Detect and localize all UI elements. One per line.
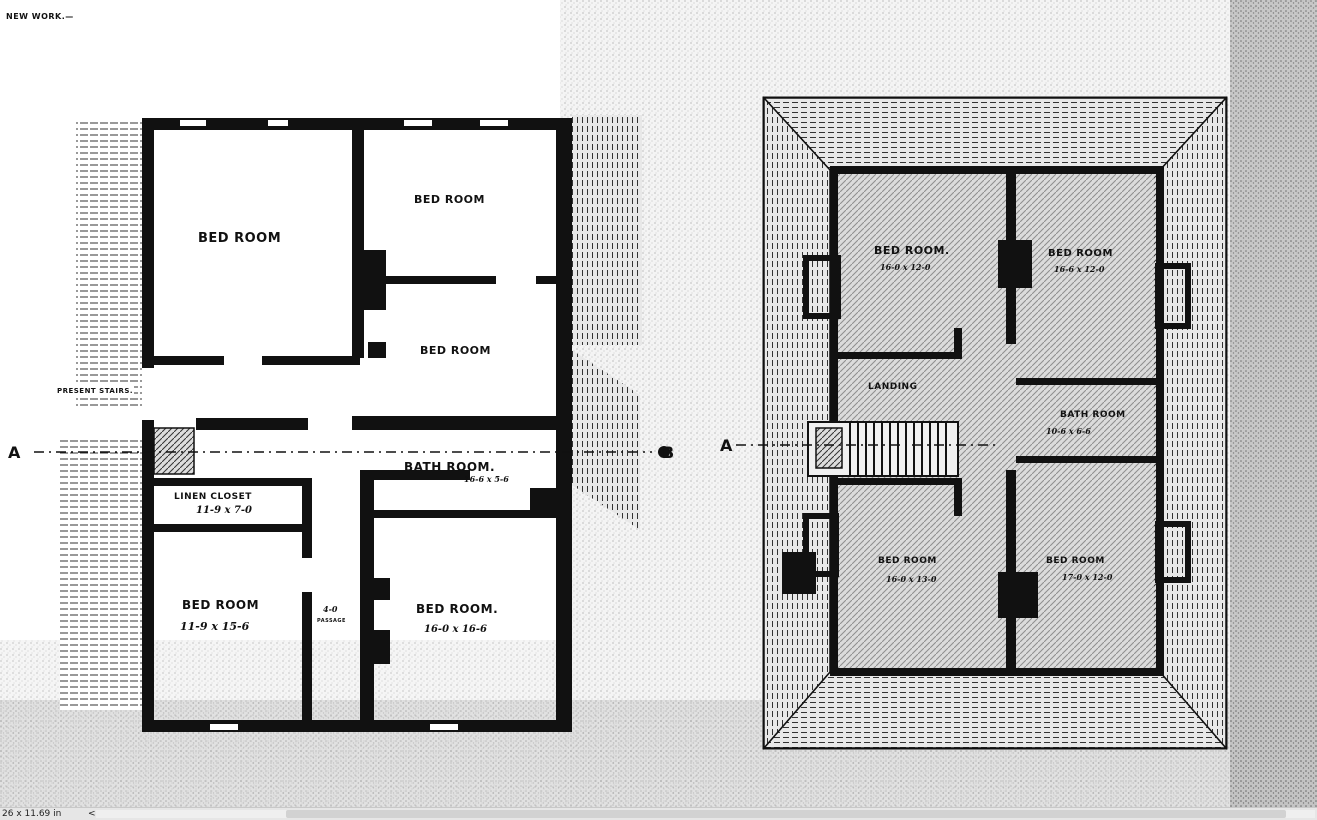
document-size-readout: 26 x 11.69 in	[2, 809, 62, 819]
left-bath-room-label: BATH ROOM.	[404, 460, 496, 474]
left-bed-room-5-dims: 16-0 x 16-6	[424, 624, 487, 635]
horizontal-scrollbar-thumb[interactable]	[286, 810, 1286, 818]
passage-label: PASSAGE	[317, 618, 346, 624]
right-bed-room-1-dims: 16-0 x 12-0	[880, 262, 931, 272]
left-bed-room-4-label: BED ROOM	[182, 598, 260, 612]
left-bed-room-1-label: BED ROOM	[198, 231, 282, 246]
right-bed-room-2-label: BED ROOM	[1048, 248, 1113, 259]
left-bed-room-3-label: BED ROOM	[420, 344, 491, 357]
horizontal-scrollbar[interactable]	[96, 810, 1315, 818]
right-bed-room-4-label: BED ROOM	[1046, 556, 1105, 566]
status-bar: 26 x 11.69 in <	[0, 807, 1317, 820]
left-bed-room-5-label: BED ROOM.	[416, 602, 499, 616]
right-bed-room-3-dims: 16-0 x 13-0	[886, 574, 937, 584]
left-bed-room-4-dims: 11-9 x 15-6	[180, 620, 250, 633]
present-stairs-label: PRESENT STAIRS.	[56, 386, 134, 396]
linen-closet-label: LINEN CLOSET	[174, 492, 252, 502]
left-bath-room-dims: 16-6 x 5-6	[464, 474, 509, 484]
right-bed-room-3-label: BED ROOM	[878, 556, 937, 566]
right-bed-room-2-dims: 16-6 x 12-0	[1054, 264, 1105, 274]
landing-label: LANDING	[868, 382, 918, 392]
left-bed-room-2-label: BED ROOM	[414, 193, 485, 206]
right-bath-room-label: BATH ROOM	[1060, 410, 1126, 420]
scroll-left-arrow-icon[interactable]: <	[88, 809, 96, 819]
right-bed-room-1-label: BED ROOM.	[874, 244, 950, 257]
right-bed-room-4-dims: 17-0 x 12-0	[1062, 572, 1113, 582]
section-mark-b: B	[662, 443, 675, 462]
passage-dims: 4-0	[323, 604, 338, 614]
right-bath-room-dims: 10-6 x 6-6	[1046, 426, 1091, 436]
section-mark-a-left: A	[8, 443, 21, 462]
section-mark-a-right: A	[720, 436, 733, 455]
linen-closet-dims: 11-9 x 7-0	[196, 505, 253, 516]
header-note: NEW WORK.—	[6, 12, 74, 21]
